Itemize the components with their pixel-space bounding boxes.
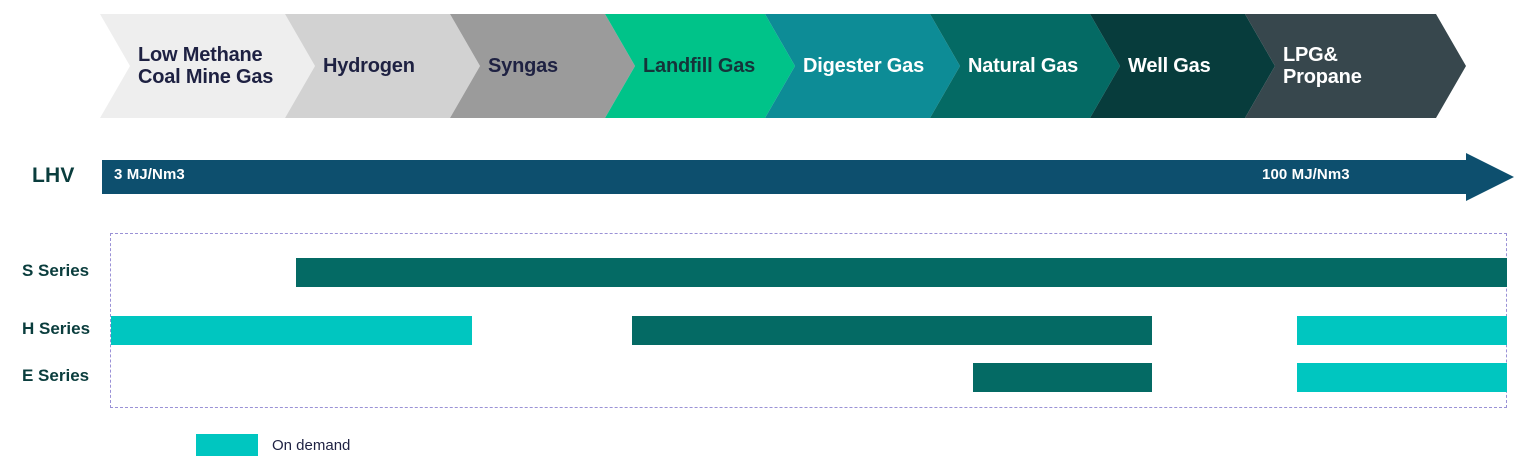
chevron-label: Well Gas bbox=[1128, 54, 1211, 77]
chevron-label: Natural Gas bbox=[968, 54, 1079, 77]
chevron-hydrogen: Hydrogen bbox=[285, 14, 480, 118]
chevron-natural-gas: Natural Gas bbox=[930, 14, 1120, 118]
legend-label-on-demand: On demand bbox=[272, 436, 351, 454]
series-row: H Series bbox=[0, 316, 1536, 345]
series-bar-segment-standard bbox=[632, 316, 1152, 345]
chevron-landfill-gas: Landfill Gas bbox=[605, 14, 795, 118]
lhv-row: LHV 3 MJ/Nm3 100 MJ/Nm3 bbox=[0, 153, 1536, 201]
chevron-low-methane-coal-mine-gas: Low Methane Coal Mine Gas bbox=[100, 14, 315, 118]
lhv-arrow-shape bbox=[102, 153, 1514, 201]
series-bar-segment-standard bbox=[296, 258, 1507, 287]
chevron-label: LPG& Propane bbox=[1283, 43, 1362, 88]
chevron-label: Hydrogen bbox=[323, 54, 415, 77]
legend-swatch-on-demand bbox=[196, 434, 258, 456]
chevron-label: Low Methane Coal Mine Gas bbox=[138, 43, 274, 88]
chevron-label: Digester Gas bbox=[803, 54, 924, 77]
lhv-min-value: 3 MJ/Nm3 bbox=[114, 166, 185, 183]
series-row: E Series bbox=[0, 363, 1536, 392]
chevron-label: Landfill Gas bbox=[643, 54, 756, 77]
series-row-label: S Series bbox=[22, 261, 90, 280]
chevron-syngas: Syngas bbox=[450, 14, 635, 118]
series-bar-segment-standard bbox=[973, 363, 1152, 392]
series-row-label: E Series bbox=[22, 366, 90, 385]
series-bar-segment-on-demand bbox=[1297, 363, 1507, 392]
series-row-label: H Series bbox=[22, 319, 91, 338]
lhv-max-value: 100 MJ/Nm3 bbox=[1262, 166, 1350, 183]
lhv-arrow: 3 MJ/Nm3 100 MJ/Nm3 bbox=[102, 153, 1514, 201]
chevron-label: Syngas bbox=[488, 54, 558, 77]
legend: On demand bbox=[196, 434, 350, 456]
series-compatibility-matrix: S Series H Series E Series bbox=[0, 233, 1536, 408]
chevron-lpg-propane: LPG& Propane bbox=[1245, 14, 1466, 118]
series-bar-segment-on-demand bbox=[1297, 316, 1507, 345]
series-row: S Series bbox=[0, 258, 1536, 287]
gas-type-chevron-band: Low Methane Coal Mine Gas Hydrogen Syngas L… bbox=[0, 14, 1536, 118]
chevron-well-gas: Well Gas bbox=[1090, 14, 1275, 118]
series-bar-segment-on-demand bbox=[111, 316, 472, 345]
lhv-axis-label: LHV bbox=[32, 164, 75, 187]
chevron-digester-gas: Digester Gas bbox=[765, 14, 960, 118]
